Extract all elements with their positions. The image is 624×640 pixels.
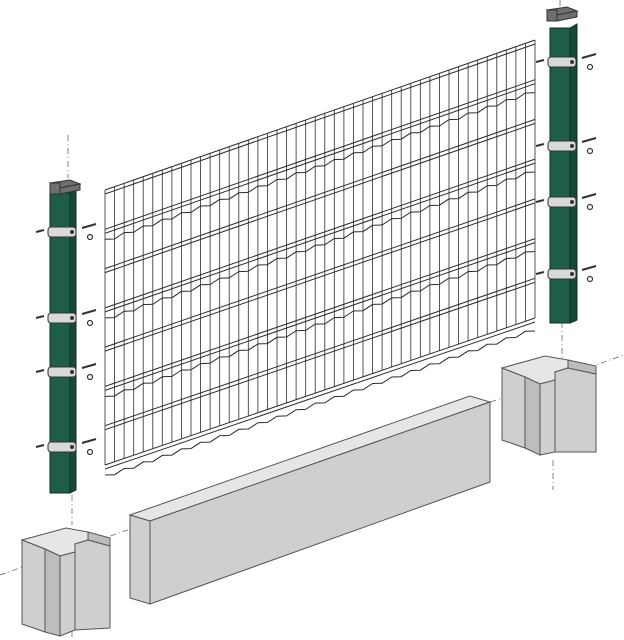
concrete-support-right-top-right xyxy=(567,359,597,375)
post-right-clamp xyxy=(535,137,597,155)
panel-horizontal-wire xyxy=(104,83,536,234)
post-left-clamp xyxy=(35,223,97,241)
panel-horizontal-wire xyxy=(104,202,536,352)
concrete-support-left-groove-wall xyxy=(59,551,76,637)
panel-horizontal-wire xyxy=(104,242,536,391)
panel-horizontal-wire xyxy=(104,158,536,309)
panel-horizontal-wire xyxy=(104,118,536,270)
panel-horizontal-wire xyxy=(104,321,536,470)
concrete-support-right-groove-wall xyxy=(539,379,556,456)
panel-horizontal-wire xyxy=(104,198,536,348)
base-plate xyxy=(128,395,492,605)
panel-horizontal-wire xyxy=(104,281,536,431)
concrete-support-left xyxy=(20,527,111,637)
panel-horizontal-wire xyxy=(104,317,536,466)
panel-vertical-wires xyxy=(104,40,536,465)
post-left-clamp xyxy=(35,363,97,381)
post-left-clamp xyxy=(35,438,97,456)
concrete-support-left-flank xyxy=(21,539,46,633)
panel-horizontal-wires xyxy=(104,39,536,470)
post-right xyxy=(545,6,579,324)
panel-horizontal-wire xyxy=(104,277,536,427)
post-right-clamp xyxy=(535,53,597,71)
concrete-support-left-top-right xyxy=(87,531,111,547)
post-cap-left-front xyxy=(49,182,61,195)
concrete-support-left-groove xyxy=(44,548,61,637)
post-cap-right-front xyxy=(546,9,558,22)
panel-horizontal-wire xyxy=(104,39,536,191)
panel-horizontal-wire xyxy=(104,162,536,313)
panel-v-fold xyxy=(104,330,536,476)
concrete-support-right xyxy=(500,355,597,456)
post-right-clamps xyxy=(535,53,597,283)
fence-panel xyxy=(104,39,536,476)
concrete-support-left-face xyxy=(74,539,111,631)
concrete-support-right-flank xyxy=(501,367,526,449)
panel-v-fold xyxy=(104,251,536,397)
panel-v-fold xyxy=(104,171,536,319)
panel-horizontal-wire xyxy=(104,79,536,230)
panel-v-folds xyxy=(104,92,536,476)
post-left xyxy=(48,179,82,494)
concrete-support-right-groove xyxy=(524,376,541,456)
post-left-clamp xyxy=(35,309,97,327)
panel-horizontal-wire xyxy=(104,43,536,195)
panel-horizontal-wire xyxy=(104,122,536,274)
base-plate-face xyxy=(149,401,491,605)
panel-v-fold xyxy=(104,92,536,240)
panel-horizontal-wire xyxy=(104,238,536,387)
post-right-face xyxy=(549,27,571,324)
post-right-clamp xyxy=(535,265,597,283)
post-left-clamps xyxy=(35,223,97,456)
post-right-clamp xyxy=(535,193,597,211)
concrete-support-right-face xyxy=(554,367,597,453)
base-plate-end xyxy=(129,514,151,605)
